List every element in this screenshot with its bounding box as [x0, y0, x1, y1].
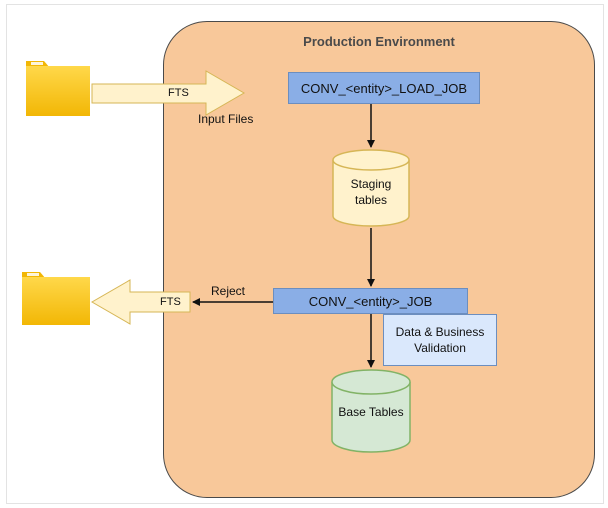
- diagram-frame: [6, 4, 604, 504]
- environment-title: Production Environment: [303, 34, 455, 49]
- staging-label-line-1: Staging: [350, 177, 392, 191]
- reject-transfer-arrow: [91, 279, 191, 325]
- base-tables-cylinder: [331, 369, 411, 453]
- input-files-label: Input Files: [198, 112, 254, 126]
- reject-label: Reject: [211, 284, 246, 298]
- input-fts-label: FTS: [168, 87, 189, 99]
- validation-label-line-1: Data & Business: [395, 325, 485, 339]
- reject-folder-icon: [22, 272, 90, 325]
- reject-fts-label: FTS: [160, 296, 181, 308]
- staging-tables-cylinder: [332, 149, 410, 227]
- validation-box: Data & Business Validation: [383, 314, 497, 366]
- load-job-box: CONV_<entity>_LOAD_JOB: [288, 72, 480, 104]
- input-transfer-arrow: [91, 70, 245, 116]
- base-tables-label: Base Tables: [338, 405, 404, 419]
- validation-label-line-2: Validation: [414, 341, 466, 355]
- staging-label-line-2: tables: [354, 193, 388, 207]
- input-folder-icon: [26, 61, 90, 116]
- job-box: CONV_<entity>_JOB: [273, 288, 468, 314]
- staging-tables-label: Staging tables: [333, 176, 409, 208]
